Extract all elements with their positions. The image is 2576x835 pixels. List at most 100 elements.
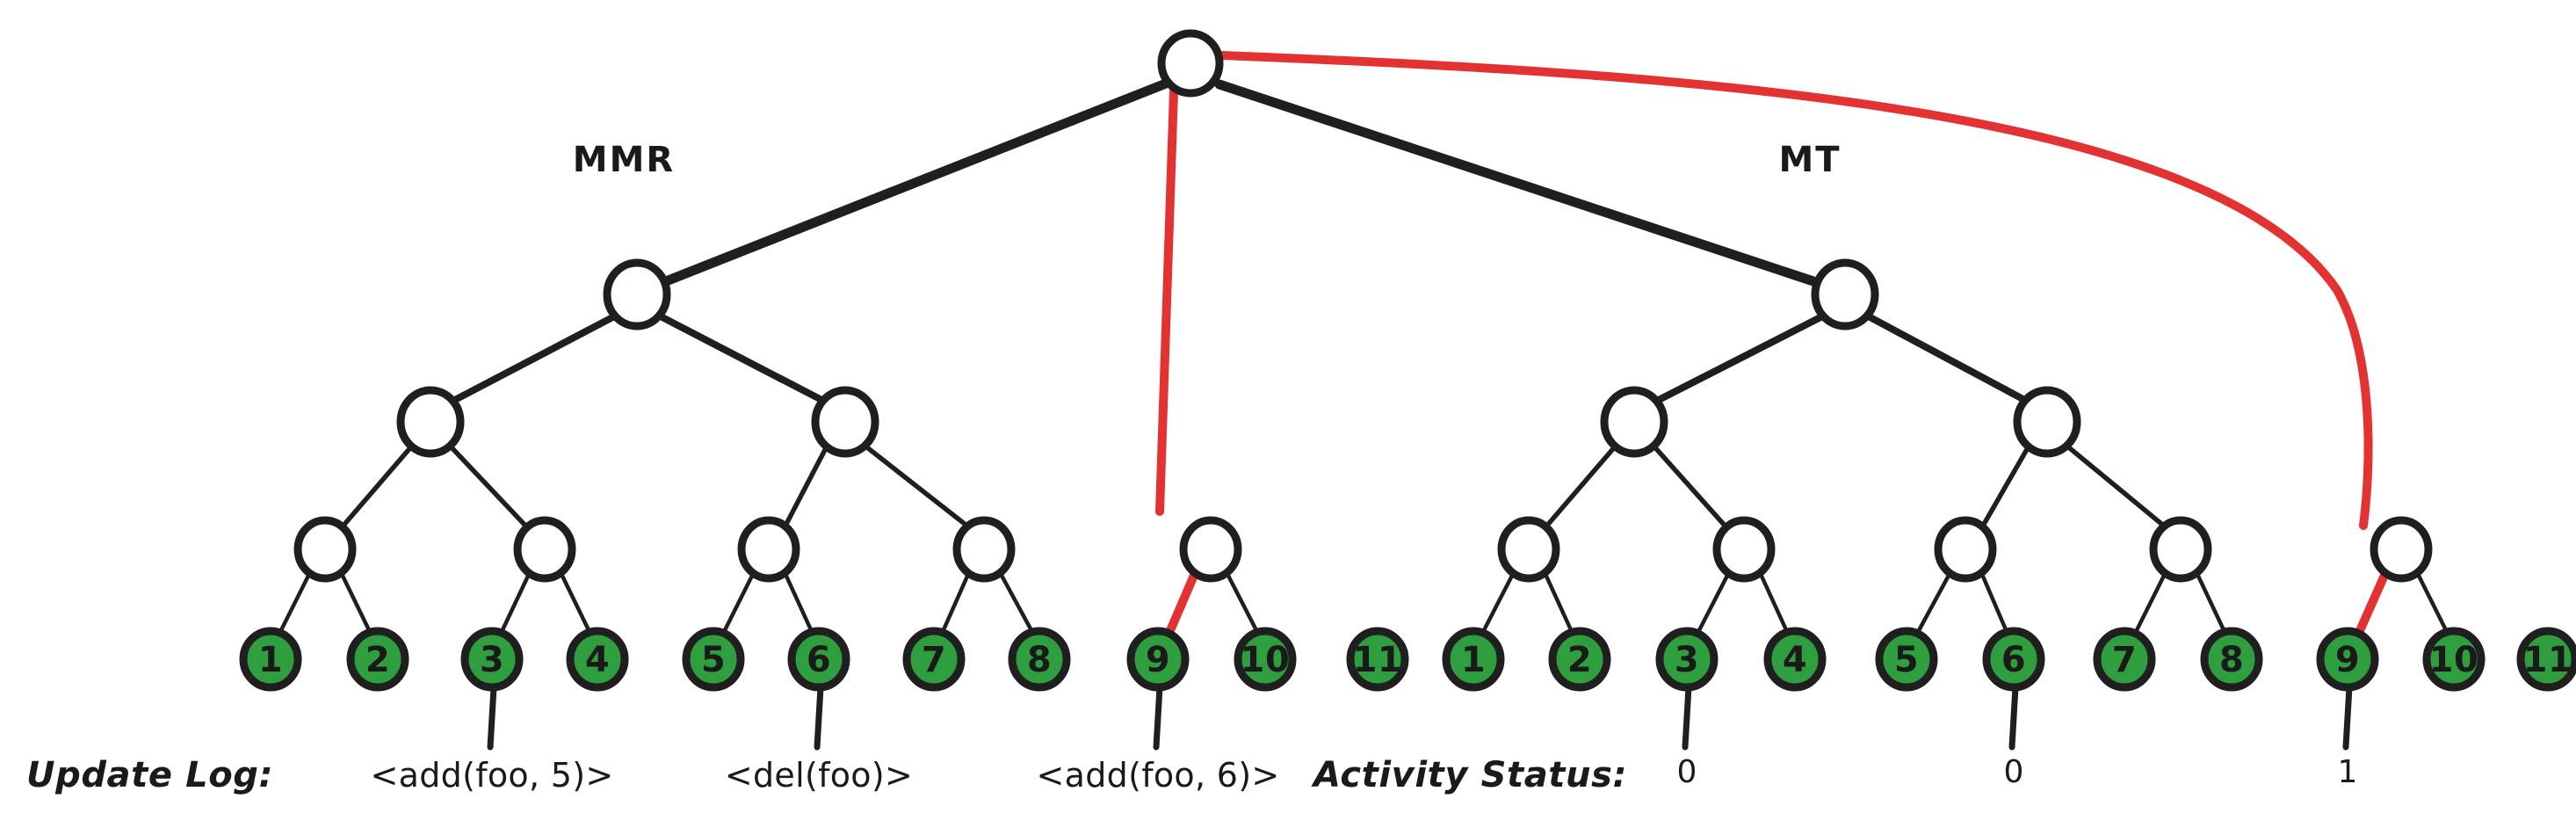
mmr-leaf-3[interactable] [460,627,524,692]
edge-mt-R3d-leaf8 [2194,570,2228,636]
edge-mt-R2b-R3d [2063,442,2168,530]
mmr-leaf-11[interactable] [1346,627,1409,692]
mmr-leaf-7[interactable] [902,627,966,692]
mmr-leaf-label-5: 5 [701,640,726,680]
mt-leaf-label-2: 2 [1567,640,1592,680]
edge-mt-R3b-leaf4 [1757,570,1791,636]
log-entry-add-foo-6: <add(foo, 6)> [1037,756,1280,795]
mt-leaf-label-9: 9 [2335,640,2360,680]
edge-mt-R3c-leaf5 [1914,570,1953,636]
mmr-leaf-4[interactable] [566,627,629,692]
mt-leaf-5[interactable] [1875,627,1938,692]
mt-leaf-10[interactable] [2422,627,2486,692]
mmr-leaf-label-11: 11 [1353,640,1403,680]
mmr-leaf-label-8: 8 [1027,640,1052,680]
stub-mmr-leaf6 [814,684,824,751]
node-mmr-L3e[interactable] [1179,516,1242,583]
mt-leaf-1[interactable] [1442,627,1505,692]
mmr-leaf-label-10: 10 [1241,640,1291,680]
mt-leaf-2[interactable] [1548,627,1611,692]
mmr-leaf-2[interactable] [346,627,409,692]
mmr-leaf-label-6: 6 [807,640,831,680]
node-mt-R3b[interactable] [1712,516,1776,583]
node-mt-R3c[interactable] [1934,516,1997,583]
mt-leaf-label-5: 5 [1894,640,1919,680]
node-mt-R2b[interactable] [2013,386,2081,458]
status-leaf-3: 0 [1677,754,1697,790]
node-mmr-L3d[interactable] [952,516,1016,583]
edge-mt-R2a-R3a [1543,442,1619,530]
node-mt-R3d[interactable] [2149,516,2212,583]
stub-mt-leaf6 [2008,684,2019,751]
activity-status-caption: Activity Status: [1311,755,1627,795]
edge-mmr-L2a-L3a [339,442,416,530]
log-entry-del-foo: <del(foo)> [725,756,913,795]
edge-mmr-L1-L2a [446,311,621,406]
highlight-root-to-mt-leaf9 [1219,51,2373,530]
mmr-leaf-10[interactable] [1234,627,1297,692]
edge-mmr-L3b-leaf3 [498,570,532,636]
node-mt-subroot[interactable] [1811,258,1879,330]
node-mmr-L3c[interactable] [737,516,800,583]
mt-leaf-6[interactable] [1982,627,2045,692]
highlight-mt-R3e-to-leaf9 [2354,567,2391,639]
status-leaf-6: 0 [2004,754,2024,790]
node-mmr-L3a[interactable] [293,516,357,583]
edge-mmr-L3d-leaf7 [939,570,972,636]
mmr-leaf-1[interactable] [239,627,302,692]
mt-leaf-7[interactable] [2093,627,2156,692]
mt-leaf-8[interactable] [2200,627,2263,692]
node-mmr-L2a[interactable] [396,386,465,458]
node-mt-R2a[interactable] [1600,386,1668,458]
stub-mt-leaf3 [1682,684,1692,751]
leaf-stubs [487,684,2353,751]
edge-mmr-L3a-leaf2 [338,570,373,636]
edge-mt-R3b-leaf3 [1695,570,1732,636]
status-leaf-9: 1 [2338,754,2358,790]
edge-mmr-L2b-L3c [782,442,830,530]
highlight-root-to-mmr-leaf9 [1155,87,1178,516]
mt-edges [1480,311,2450,636]
edge-mt-R1-R2a [1650,311,1829,406]
root-edges [661,78,1824,288]
mt-leaf-4[interactable] [1763,627,1827,692]
log-entry-add-foo-5: <add(foo, 5)> [371,756,614,795]
mt-leaf-label-3: 3 [1675,640,1699,680]
edge-mmr-L3d-leaf8 [997,570,1036,636]
mmr-leaf-label-7: 7 [922,640,946,680]
edge-root-to-mt-subroot [1214,79,1824,288]
edge-mt-R3a-leaf2 [1542,570,1575,636]
stub-mmr-leaf9 [1153,684,1163,751]
mt-leaf-label-4: 4 [1783,640,1807,680]
mmr-leaf-5[interactable] [682,627,745,692]
node-mmr-subroot[interactable] [603,258,671,330]
edge-mmr-L2b-L3d [861,442,972,530]
stub-mt-leaf9 [2342,684,2353,751]
mmr-leaf-9[interactable] [1126,627,1190,692]
edge-mmr-L3b-leaf4 [558,570,593,636]
mt-leaf-11[interactable] [2516,627,2576,692]
node-mt-R3e[interactable] [2370,516,2433,583]
tree-label-mmr: MMR [573,140,675,180]
highlight-mmr-L3e-to-leaf9 [1164,567,1200,639]
mmr-leaf-8[interactable] [1008,627,1071,692]
node-mmr-L2b[interactable] [811,386,879,458]
mmr-leaf-label-9: 9 [1146,640,1170,680]
edge-mmr-L2a-L3b [446,442,530,530]
node-root[interactable] [1157,29,1224,98]
edge-mt-R2b-R3c [1979,442,2032,530]
mt-leaf-label-1: 1 [1461,640,1486,680]
edge-mt-R1-R2b [1862,311,2033,406]
node-mt-R3a[interactable] [1497,516,1560,583]
edge-root-to-mmr-subroot [661,78,1171,287]
mmr-edges [277,311,1261,636]
mt-leaf-3[interactable] [1655,627,1719,692]
edge-mt-R3e-leaf10 [2414,570,2450,636]
mmr-leaf-6[interactable] [787,627,850,692]
node-mmr-L3b[interactable] [513,516,576,583]
mt-leaf-9[interactable] [2316,627,2379,692]
